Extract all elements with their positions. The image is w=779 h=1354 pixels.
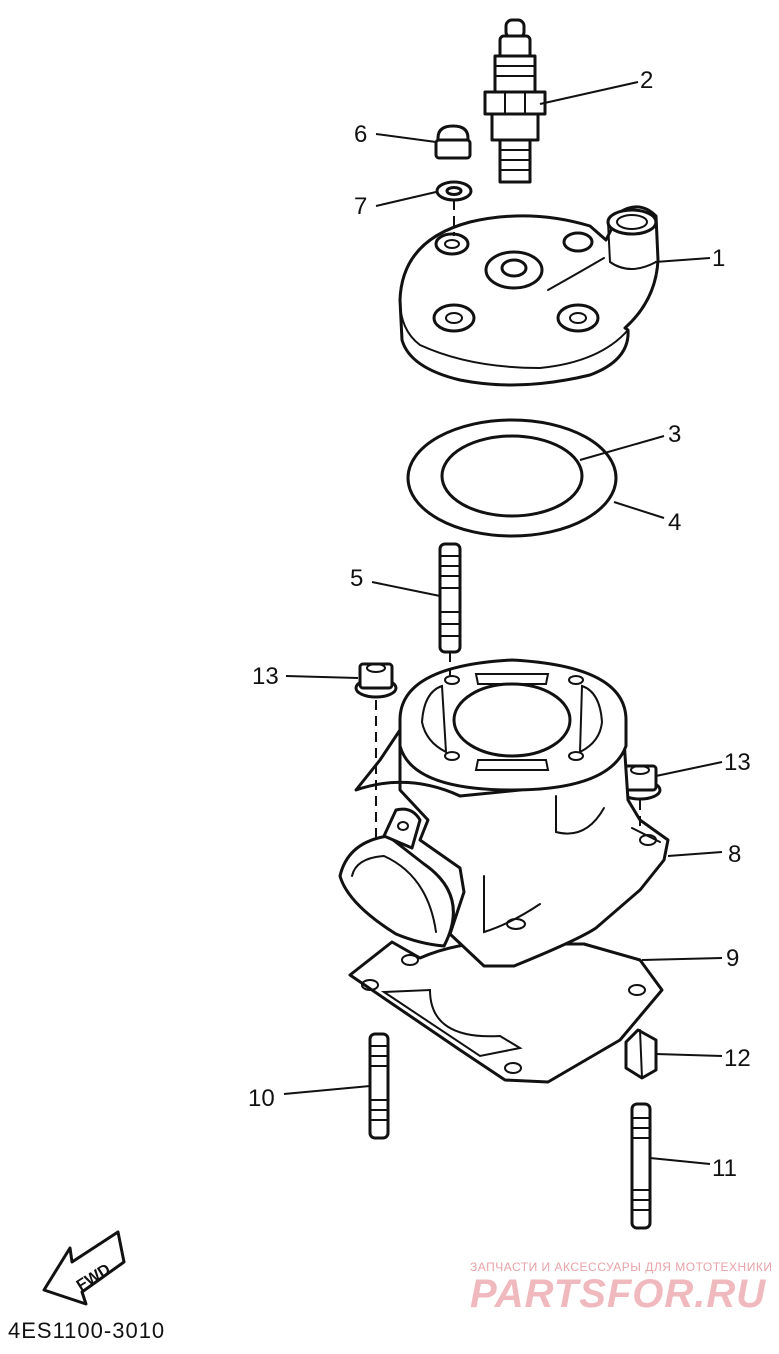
spark-plug bbox=[483, 18, 547, 184]
callout-2: 2 bbox=[640, 67, 653, 94]
callout-6: 6 bbox=[354, 121, 367, 148]
cylinder-head bbox=[398, 205, 660, 387]
dowel-pin bbox=[624, 1028, 658, 1080]
cap-nut bbox=[434, 124, 472, 160]
watermark-tagline: ЗАПЧАСТИ И АКСЕССУАРЫ ДЛЯ МОТОТЕХНИКИ bbox=[470, 1260, 773, 1274]
stud-bolt-10 bbox=[368, 1032, 390, 1140]
callout-4: 4 bbox=[668, 509, 681, 536]
callout-13-right: 13 bbox=[724, 749, 751, 776]
callout-9: 9 bbox=[726, 945, 739, 972]
callout-7: 7 bbox=[354, 193, 367, 220]
callout-3: 3 bbox=[668, 421, 681, 448]
watermark-brand: PARTSFOR.RU bbox=[470, 1272, 767, 1316]
cylinder bbox=[338, 658, 670, 968]
callout-12: 12 bbox=[724, 1045, 751, 1072]
callout-11: 11 bbox=[712, 1155, 737, 1182]
base-gasket bbox=[348, 940, 664, 1084]
stud-bolt-11 bbox=[630, 1102, 652, 1230]
stud-bolt bbox=[438, 542, 462, 654]
callout-1: 1 bbox=[712, 245, 725, 272]
callout-5: 5 bbox=[350, 565, 363, 592]
head-gasket bbox=[406, 418, 618, 538]
callout-8: 8 bbox=[728, 841, 741, 868]
callout-10: 10 bbox=[248, 1085, 275, 1112]
callout-13-left: 13 bbox=[252, 663, 279, 690]
washer bbox=[435, 180, 473, 202]
flange-nut-left bbox=[354, 662, 398, 699]
fwd-arrow-icon: FWD bbox=[42, 1230, 126, 1306]
part-code: 4ES1100-3010 bbox=[8, 1318, 166, 1343]
